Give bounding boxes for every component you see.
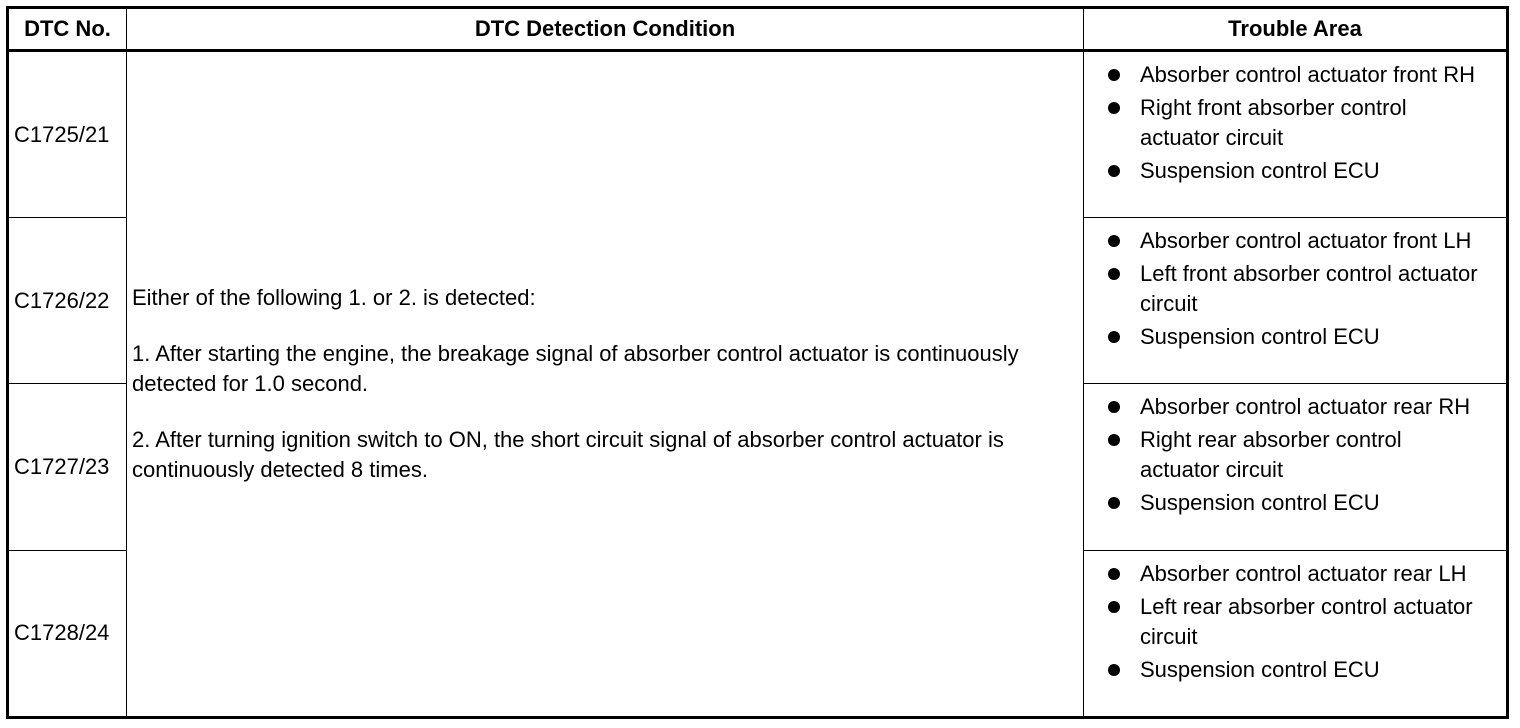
table-row: C1726/22 Absorber control actuator front…	[7, 217, 1508, 385]
table-row: C1727/23 Absorber control actuator rear …	[7, 383, 1508, 551]
trouble-area-text: Absorber control actuator rear LH	[1140, 560, 1467, 586]
trouble-area-item: Suspension control ECU	[1108, 655, 1486, 685]
trouble-area-text: Left front absorber control actuator cir…	[1140, 261, 1478, 317]
trouble-area-text: Right rear absorber control actuator cir…	[1140, 427, 1402, 483]
trouble-area-item: Left rear absorber control actuator circ…	[1108, 592, 1486, 652]
header-dtc-no: DTC No.	[7, 7, 127, 52]
trouble-area-item: Suspension control ECU	[1108, 488, 1486, 518]
table-row: C1728/24 Absorber control actuator rear …	[7, 549, 1508, 719]
dtc-code: C1725/21	[7, 49, 127, 219]
dtc-table: DTC No. DTC Detection Condition Trouble …	[6, 6, 1509, 719]
trouble-area-item: Absorber control actuator rear RH	[1108, 392, 1486, 422]
bullet-icon	[1108, 268, 1120, 281]
trouble-area-list: Absorber control actuator front RH Right…	[1108, 60, 1486, 186]
trouble-area-item: Suspension control ECU	[1108, 322, 1486, 352]
dtc-code: C1728/24	[7, 549, 127, 719]
trouble-area-item: Absorber control actuator rear LH	[1108, 559, 1486, 589]
trouble-area-cell: Absorber control actuator rear LH Left r…	[1083, 549, 1508, 719]
bullet-icon	[1108, 434, 1120, 447]
trouble-area-item: Left front absorber control actuator cir…	[1108, 259, 1486, 319]
header-row: DTC No. DTC Detection Condition Trouble …	[7, 7, 1508, 52]
trouble-area-text: Left rear absorber control actuator circ…	[1140, 593, 1473, 649]
trouble-area-text: Suspension control ECU	[1140, 158, 1380, 183]
header-detection-condition: DTC Detection Condition	[126, 7, 1084, 52]
trouble-area-text: Absorber control actuator front LH	[1140, 228, 1472, 254]
trouble-area-text: Absorber control actuator rear RH	[1140, 394, 1471, 420]
trouble-area-item: Right rear absorber control actuator cir…	[1108, 425, 1486, 485]
trouble-area-cell: Absorber control actuator front LH Left …	[1083, 217, 1508, 385]
bullet-icon	[1108, 165, 1120, 177]
trouble-area-list: Absorber control actuator front LH Left …	[1108, 226, 1486, 352]
bullet-icon	[1108, 331, 1120, 344]
trouble-area-item: Suspension control ECU	[1108, 156, 1486, 186]
bullet-icon	[1108, 600, 1120, 613]
bullet-icon	[1108, 235, 1120, 248]
trouble-area-cell: Absorber control actuator rear RH Right …	[1083, 383, 1508, 551]
dtc-code: C1727/23	[7, 383, 127, 551]
trouble-area-cell: Absorber control actuator front RH Right…	[1083, 49, 1508, 219]
bullet-icon	[1108, 663, 1120, 676]
condition-item-1: 1. After starting the engine, the breaka…	[132, 341, 1019, 396]
header-trouble-area: Trouble Area	[1083, 7, 1508, 52]
detection-condition-cell: Either of the following 1. or 2. is dete…	[126, 50, 1084, 718]
trouble-area-text: Right front absorber control actuator ci…	[1140, 95, 1407, 150]
table-row: C1725/21 Either of the following 1. or 2…	[7, 49, 1508, 718]
trouble-area-list: Absorber control actuator rear LH Left r…	[1108, 559, 1486, 685]
condition-intro: Either of the following 1. or 2. is dete…	[132, 285, 536, 310]
bullet-icon	[1108, 401, 1120, 414]
trouble-area-list: Absorber control actuator rear RH Right …	[1108, 392, 1486, 518]
bullet-icon	[1108, 69, 1120, 81]
trouble-area-item: Absorber control actuator front LH	[1108, 226, 1486, 256]
trouble-area-text: Suspension control ECU	[1140, 490, 1380, 516]
bullet-icon	[1108, 102, 1120, 114]
bullet-icon	[1108, 497, 1120, 510]
bullet-icon	[1108, 567, 1120, 580]
trouble-area-item: Right front absorber control actuator ci…	[1108, 93, 1486, 153]
trouble-area-item: Absorber control actuator front RH	[1108, 60, 1486, 90]
trouble-area-text: Suspension control ECU	[1140, 324, 1380, 350]
trouble-area-text: Absorber control actuator front RH	[1140, 62, 1476, 87]
condition-item-2: 2. After turning ignition switch to ON, …	[132, 427, 1004, 482]
trouble-area-text: Suspension control ECU	[1140, 656, 1380, 682]
dtc-code: C1726/22	[7, 217, 127, 385]
